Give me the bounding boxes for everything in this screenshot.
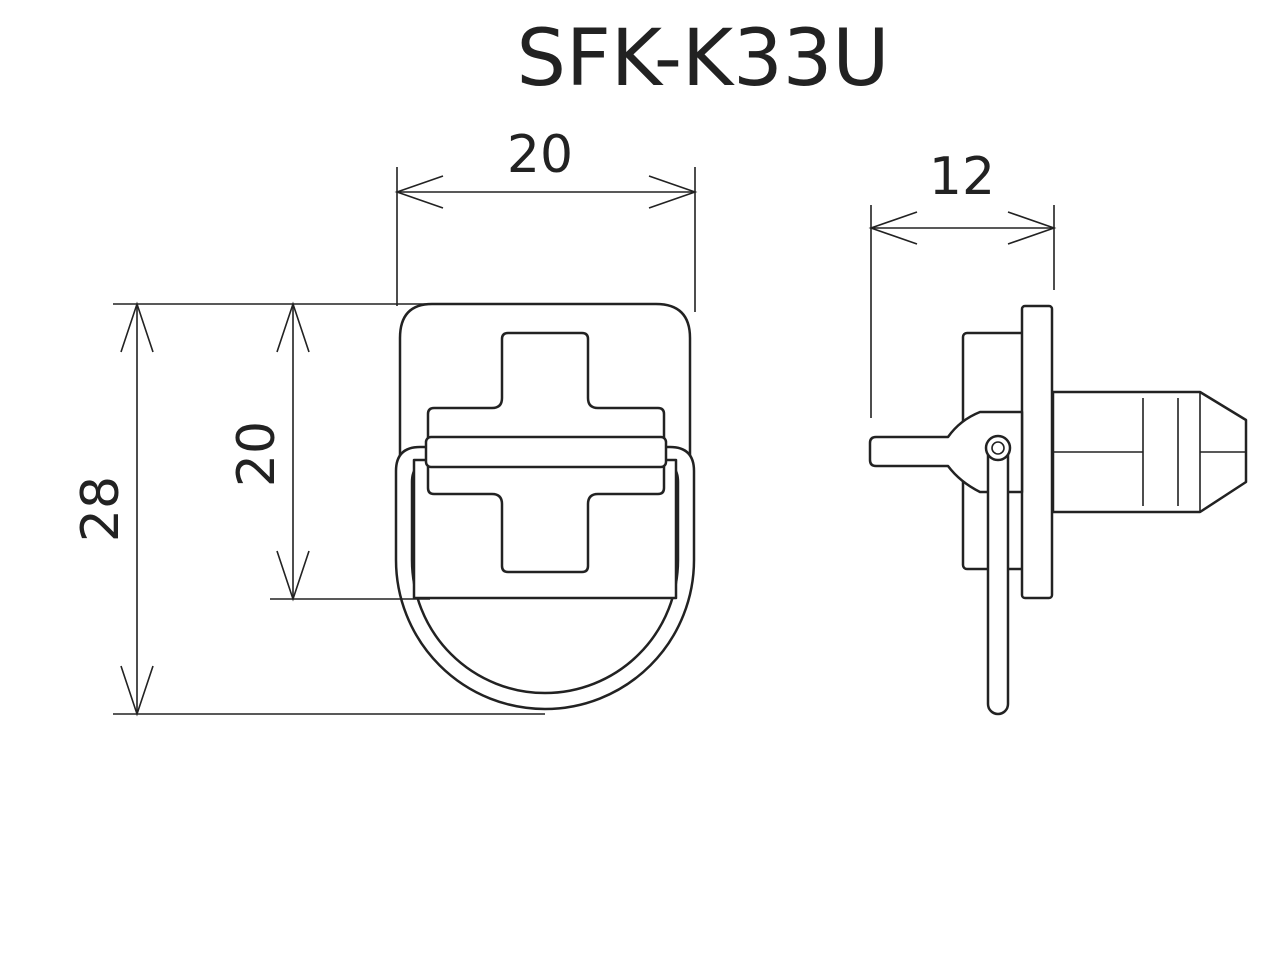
dim-side-depth: 12 bbox=[868, 147, 1057, 418]
front-view bbox=[394, 302, 696, 711]
dim-side-depth-label: 12 bbox=[929, 147, 995, 207]
side-tab bbox=[868, 410, 1024, 494]
side-ring bbox=[986, 442, 1010, 716]
dim-plate-height-label: 20 bbox=[227, 421, 287, 487]
side-view bbox=[868, 304, 1248, 716]
side-plate bbox=[1020, 304, 1054, 600]
dim-front-width: 20 bbox=[394, 125, 698, 312]
dim-plate-height: 20 bbox=[227, 301, 430, 602]
ring-bar bbox=[424, 435, 668, 469]
product-title: SFK-K33U bbox=[517, 14, 890, 104]
dim-total-height: 28 bbox=[71, 301, 545, 717]
dim-total-height-label: 28 bbox=[71, 476, 131, 542]
dim-front-width-label: 20 bbox=[507, 125, 573, 185]
side-pin bbox=[984, 434, 1012, 462]
